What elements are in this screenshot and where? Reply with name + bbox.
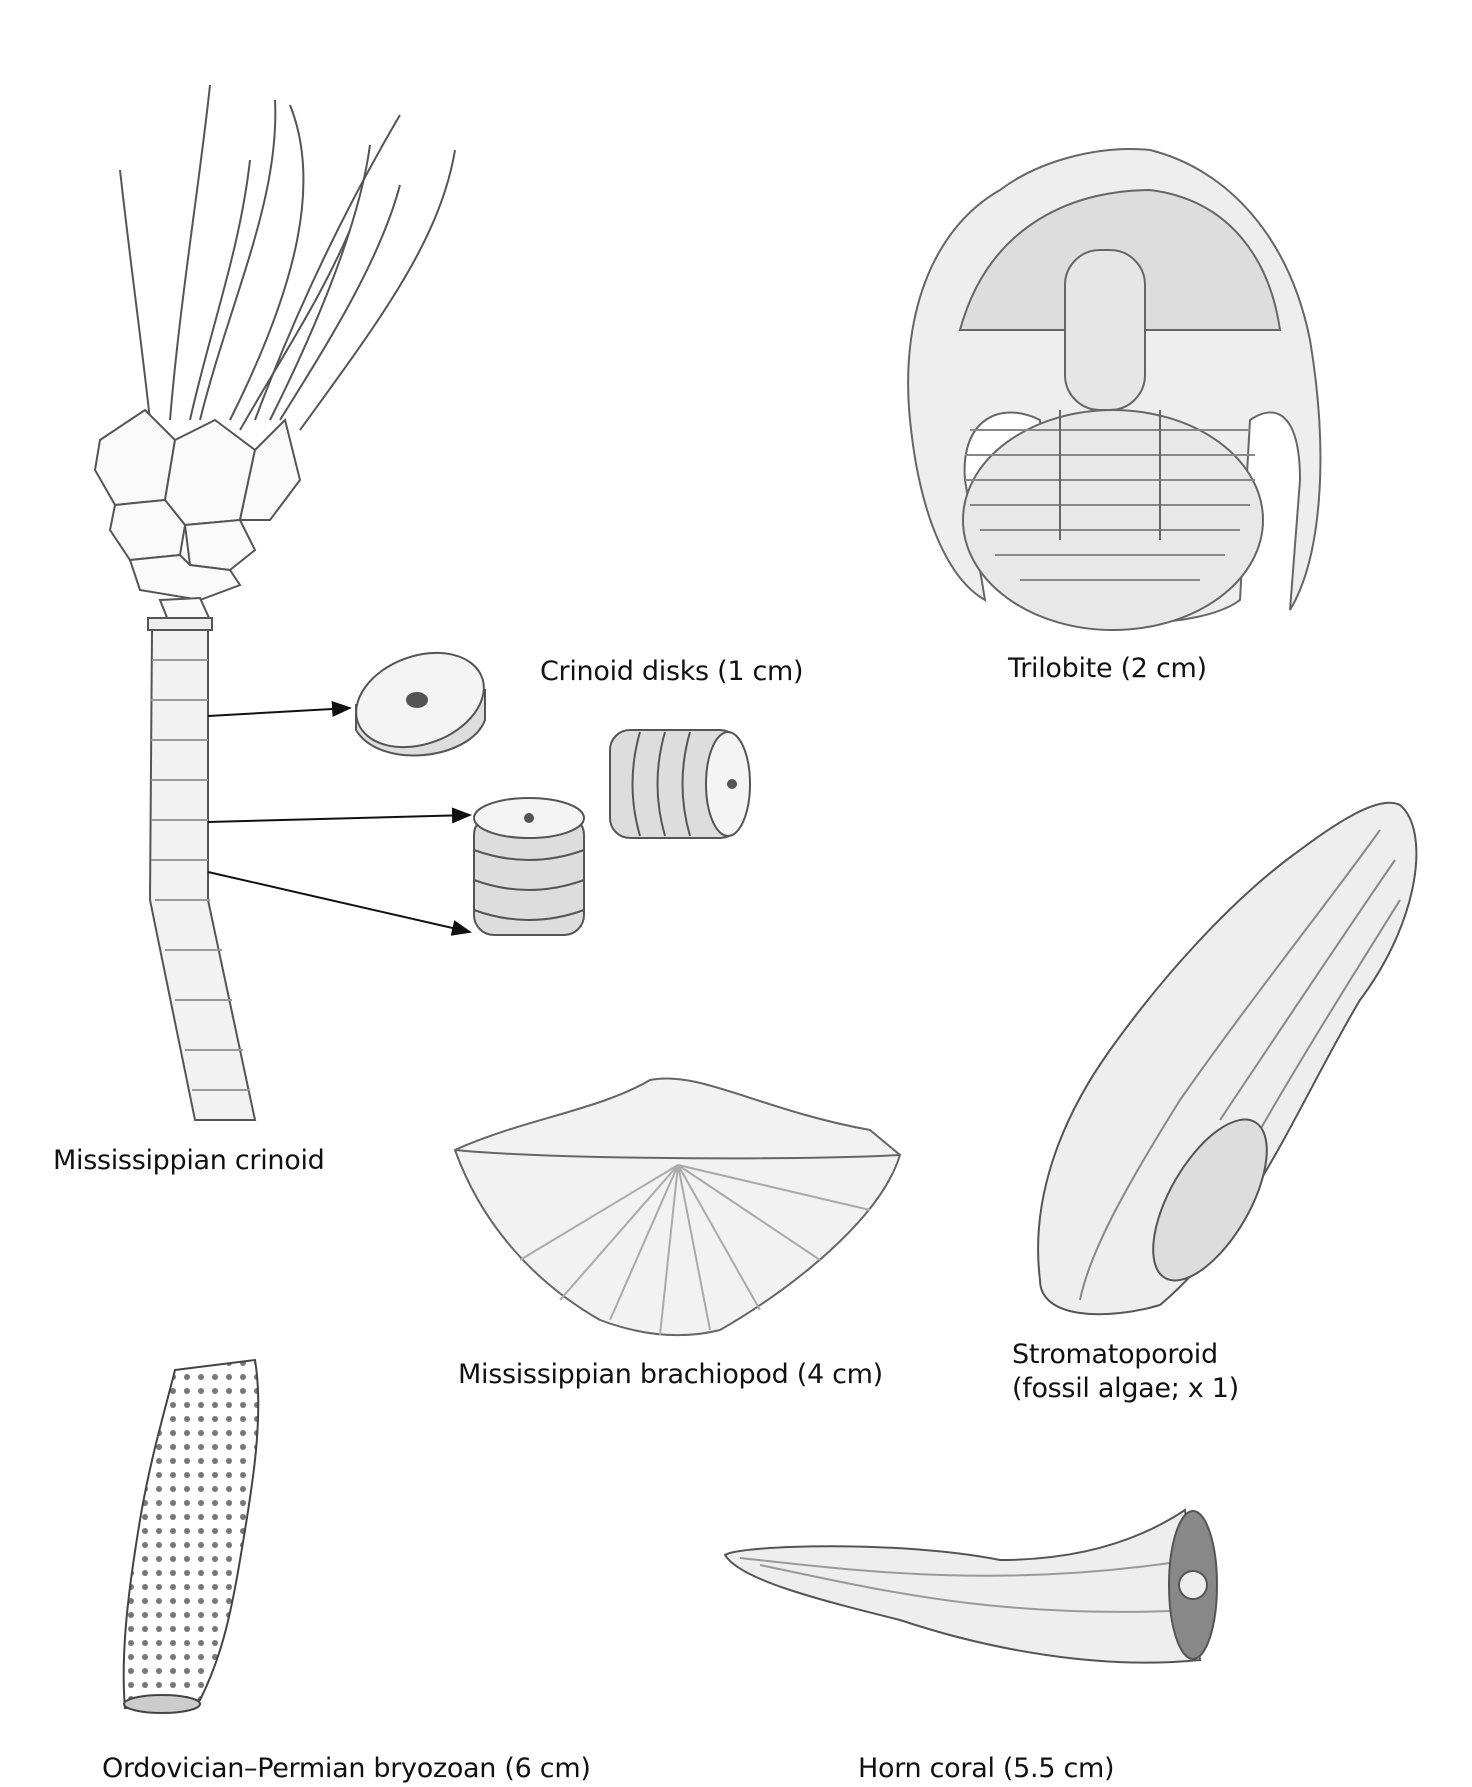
single-disk bbox=[355, 651, 486, 757]
label-crinoid: Mississippian crinoid bbox=[53, 1145, 325, 1176]
label-bryozoan: Ordovician–Permian bryozoan (6 cm) bbox=[102, 1753, 591, 1784]
label-stromatoporoid-name: Stromatoporoid bbox=[1012, 1339, 1218, 1370]
crinoid-calyx bbox=[93, 408, 302, 627]
label-brachiopod: Mississippian brachiopod (4 cm) bbox=[458, 1359, 883, 1390]
crinoid-disks-drawing bbox=[355, 651, 751, 936]
label-stromatoporoid-detail: (fossil algae; x 1) bbox=[1012, 1373, 1239, 1404]
bryozoan-drawing bbox=[122, 1358, 260, 1714]
crinoid-arms bbox=[119, 84, 456, 431]
stromatoporoid-drawing bbox=[1037, 801, 1418, 1316]
label-horn-coral: Horn coral (5.5 cm) bbox=[858, 1753, 1115, 1784]
label-trilobite: Trilobite (2 cm) bbox=[1008, 653, 1207, 684]
label-crinoid-disks: Crinoid disks (1 cm) bbox=[540, 656, 804, 687]
pointer-arrows bbox=[207, 701, 472, 936]
horn-coral-drawing bbox=[723, 1508, 1218, 1664]
crinoid-stem bbox=[147, 617, 257, 1121]
trilobite-drawing bbox=[907, 148, 1322, 631]
disk-column-horizontal bbox=[609, 729, 751, 839]
disk-column-vertical bbox=[473, 797, 585, 936]
brachiopod-drawing bbox=[453, 1077, 902, 1337]
crinoid-drawing bbox=[93, 84, 456, 1121]
